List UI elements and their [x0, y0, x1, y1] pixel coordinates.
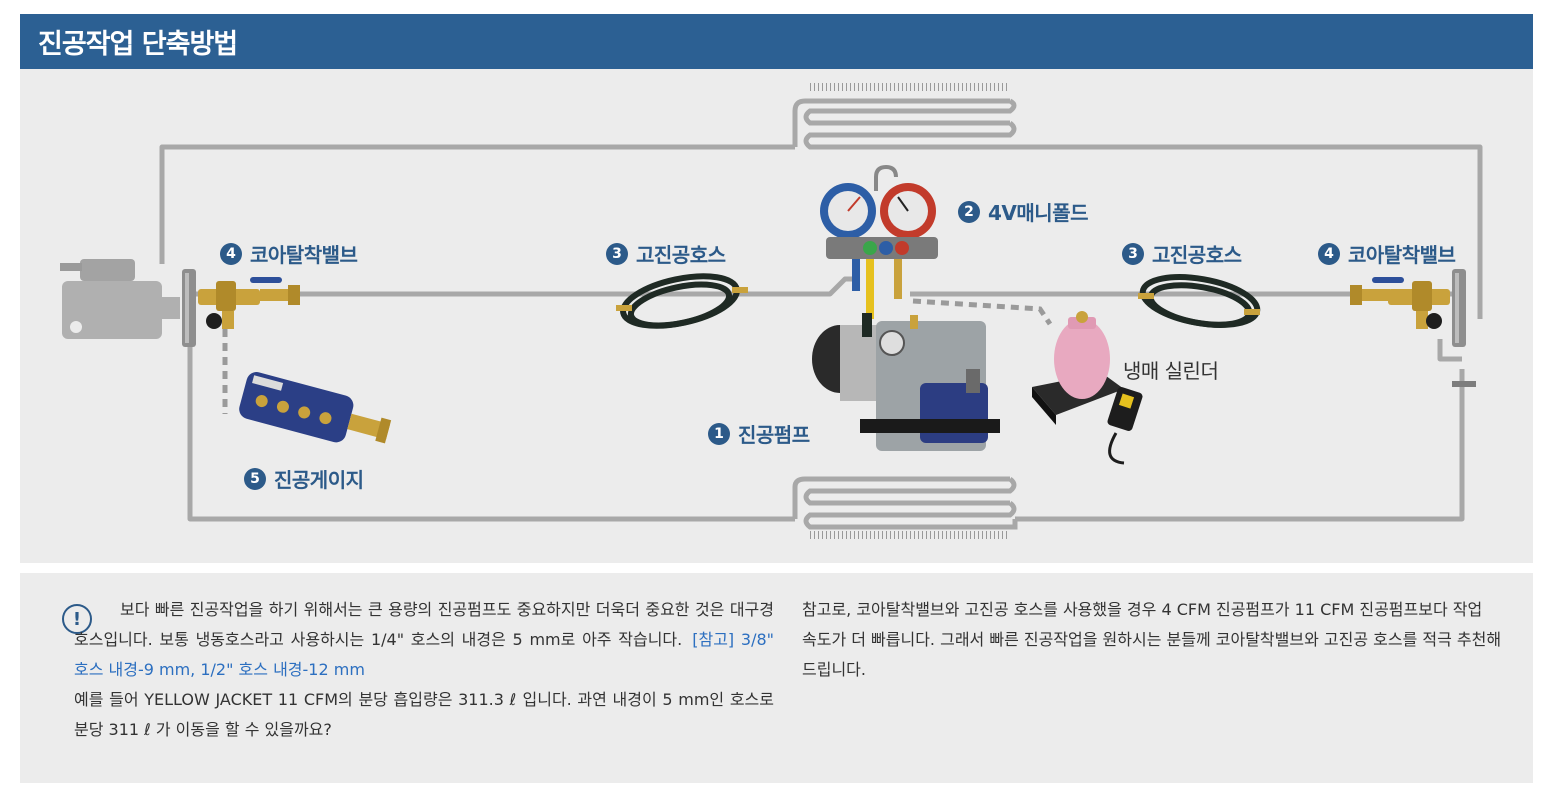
note-panel: ! 보다 빠른 진공작업을 하기 위해서는 큰 용량의 진공펌프도 중요하지만 …	[20, 573, 1533, 783]
right-hose	[1139, 269, 1261, 332]
note-paragraph: 참고로, 코아탈착밸브와 고진공 호스를 사용했을 경우 4 CFM 진공펌프가…	[802, 595, 1502, 685]
bottom-coil	[795, 479, 1015, 535]
label-text: 진공게이지	[274, 464, 364, 493]
label-text: 4V매니폴드	[988, 197, 1088, 226]
vacuum-pump	[812, 313, 1000, 451]
label-badge: 3	[606, 243, 628, 265]
note-text: 예를 들어 YELLOW JACKET 11 CFM의 분당 흡입량은 311.…	[74, 690, 774, 739]
header-bar: 진공작업 단축방법	[20, 14, 1533, 69]
label-badge: 1	[708, 423, 730, 445]
page-title: 진공작업 단축방법	[38, 22, 237, 61]
label-badge: 3	[1122, 243, 1144, 265]
label-text: 코아탈착밸브	[1348, 239, 1455, 268]
label-text: 고진공호스	[1152, 239, 1242, 268]
left-hose	[619, 267, 742, 334]
top-coil	[795, 87, 1015, 147]
label-text: 고진공호스	[636, 239, 726, 268]
compressor-unit	[60, 259, 180, 339]
right-service-port	[1452, 269, 1466, 347]
note-text: 보다 빠른 진공작업을 하기 위해서는 큰 용량의 진공펌프도 중요하지만 더욱…	[74, 600, 774, 649]
label-vacuum-gauge: 5 진공게이지	[244, 464, 364, 493]
label-badge: 2	[958, 201, 980, 223]
left-service-port	[182, 269, 196, 347]
left-hose-fitting-a	[616, 305, 632, 311]
refrigerant-cylinder	[1032, 311, 1144, 463]
drain-fitting	[1452, 381, 1476, 387]
label-badge: 4	[220, 243, 242, 265]
right-hose-fitting-b	[1244, 309, 1260, 315]
vacuum-gauge	[237, 370, 394, 455]
label-badge: 5	[244, 468, 266, 490]
label-hose-left: 3 고진공호스	[606, 239, 726, 268]
label-text: 냉매 실린더	[1123, 355, 1218, 384]
note-left-column: 보다 빠른 진공작업을 하기 위해서는 큰 용량의 진공펌프도 중요하지만 더욱…	[74, 595, 774, 745]
label-badge: 4	[1318, 243, 1340, 265]
label-vacuum-pump: 1 진공펌프	[708, 419, 810, 448]
label-hose-right: 3 고진공호스	[1122, 239, 1242, 268]
label-core-valve-right: 4 코아탈착밸브	[1318, 239, 1455, 268]
label-text: 코아탈착밸브	[250, 239, 357, 268]
note-paragraph: 보다 빠른 진공작업을 하기 위해서는 큰 용량의 진공펌프도 중요하지만 더욱…	[74, 595, 774, 685]
cylinder-connection-dash	[913, 301, 1050, 324]
label-manifold: 2 4V매니폴드	[958, 197, 1088, 226]
left-hose-fitting-b	[732, 287, 748, 293]
left-core-valve	[198, 277, 300, 329]
right-core-valve	[1350, 277, 1450, 329]
note-paragraph: 예를 들어 YELLOW JACKET 11 CFM의 분당 흡입량은 311.…	[74, 685, 774, 745]
label-core-valve-left: 4 코아탈착밸브	[220, 239, 357, 268]
right-hose-fitting-a	[1138, 293, 1154, 299]
label-refrigerant-cylinder: 냉매 실린더	[1123, 355, 1218, 384]
diagram-panel: 4 코아탈착밸브 3 고진공호스 2 4V매니폴드 3 고진공호스 4 코아탈착…	[20, 69, 1533, 563]
label-text: 진공펌프	[738, 419, 810, 448]
note-right-column: 참고로, 코아탈착밸브와 고진공 호스를 사용했을 경우 4 CFM 진공펌프가…	[802, 595, 1502, 685]
